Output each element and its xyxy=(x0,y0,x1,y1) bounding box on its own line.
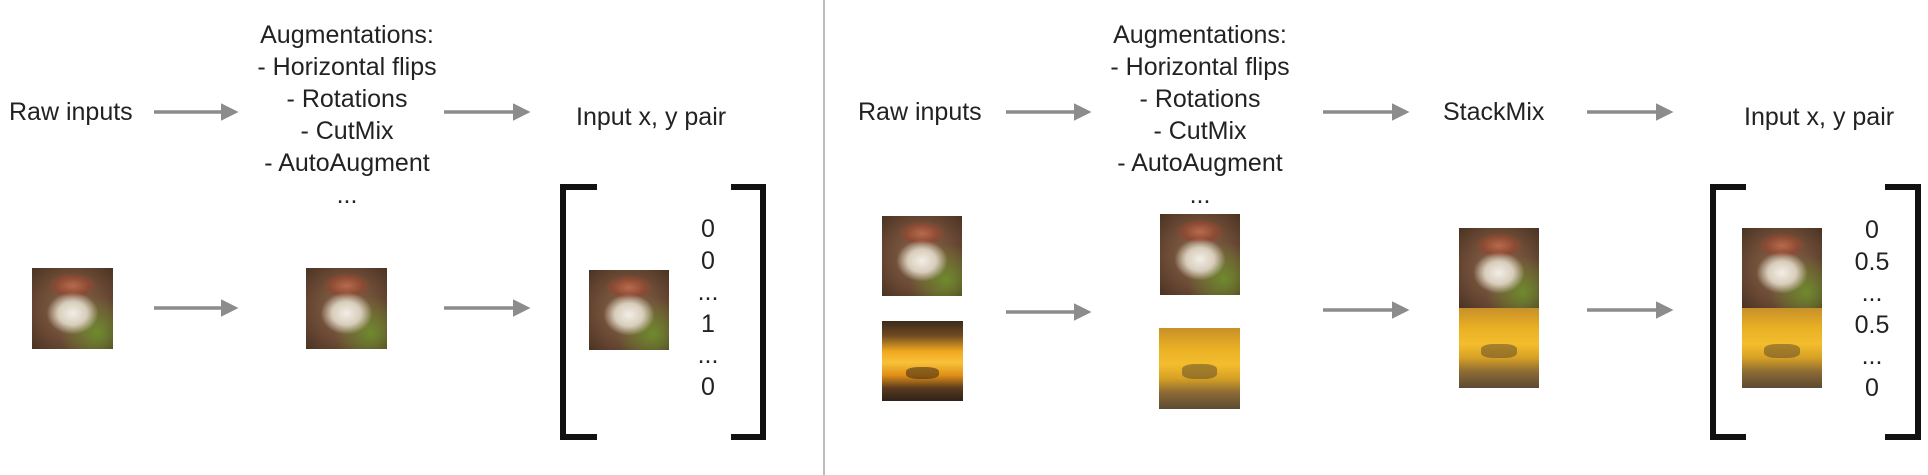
left-aug-item: - Rotations xyxy=(286,85,408,113)
right-stackmix-frog-half xyxy=(1459,228,1539,308)
right-pair-car-half xyxy=(1742,308,1822,388)
right-stackmix-label: StackMix xyxy=(1443,98,1545,126)
label-value: 0 xyxy=(701,246,715,275)
left-pair-label: Input x, y pair xyxy=(576,103,727,131)
right-aug-item: - Horizontal flips xyxy=(1110,53,1290,81)
left-aug-item: - AutoAugment xyxy=(264,149,430,177)
right-augmented-car-image xyxy=(1159,328,1240,409)
left-aug-ellipsis: ... xyxy=(336,181,358,209)
left-augmentations-list: Augmentations: - Horizontal flips - Rota… xyxy=(257,19,436,211)
label-value: 0 xyxy=(701,215,715,243)
left-raw-frog-image xyxy=(32,268,113,349)
label-value: ... xyxy=(1861,342,1883,370)
label-value: ... xyxy=(697,341,719,369)
right-pair-frog-half xyxy=(1742,228,1822,308)
left-open-bracket xyxy=(560,184,597,440)
right-aug-item: - Rotations xyxy=(1139,85,1261,113)
label-value: ... xyxy=(697,278,719,306)
label-value: 0.5 xyxy=(1854,310,1890,339)
right-raw-inputs-label: Raw inputs xyxy=(858,98,982,126)
label-value: 0 xyxy=(701,372,715,401)
left-pair-frog-image xyxy=(589,270,669,350)
panel-divider xyxy=(823,0,825,475)
right-aug-item: - AutoAugment xyxy=(1117,149,1283,177)
left-label-vector: 0 0 ... 1 ... 0 xyxy=(698,214,719,403)
label-value: 0 xyxy=(1865,373,1879,402)
right-augmented-frog-image xyxy=(1160,214,1240,295)
label-value: 0 xyxy=(1865,216,1879,244)
right-augmentations-list: Augmentations: - Horizontal flips - Rota… xyxy=(1110,19,1289,211)
right-aug-title: Augmentations: xyxy=(1113,21,1287,49)
left-aug-item: - Horizontal flips xyxy=(257,53,437,81)
left-raw-inputs-label: Raw inputs xyxy=(9,98,133,126)
right-aug-ellipsis: ... xyxy=(1189,181,1211,209)
right-raw-car-image xyxy=(882,321,963,401)
left-augmented-frog-image xyxy=(306,268,387,349)
right-close-bracket xyxy=(1885,184,1921,440)
right-label-vector: 0 0.5 ... 0.5 ... 0 xyxy=(1855,215,1890,404)
label-value: ... xyxy=(1861,279,1883,307)
left-close-bracket xyxy=(731,184,766,440)
left-aug-title: Augmentations: xyxy=(260,21,434,49)
right-raw-frog-image xyxy=(882,216,962,296)
right-stackmix-car-half xyxy=(1459,308,1539,388)
label-value: 0.5 xyxy=(1854,247,1890,276)
label-value: 1 xyxy=(701,309,715,338)
left-aug-item: - CutMix xyxy=(300,117,394,145)
right-pair-label: Input x, y pair xyxy=(1744,103,1895,131)
right-open-bracket xyxy=(1710,184,1746,440)
right-aug-item: - CutMix xyxy=(1153,117,1247,145)
